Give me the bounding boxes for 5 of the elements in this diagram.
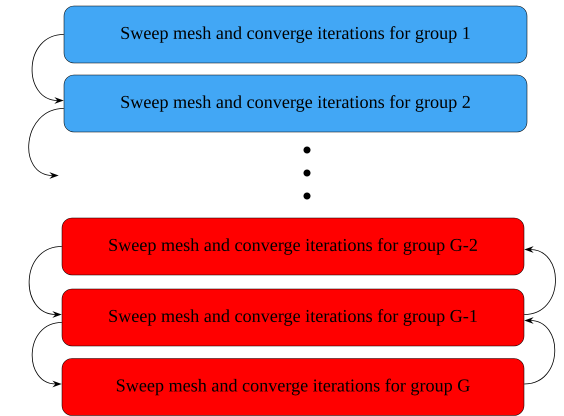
process-box: Sweep mesh and converge iterations for group 1 [64,6,528,64]
process-box: Sweep mesh and converge iterations for group G [62,358,524,416]
process-box: Sweep mesh and converge iterations for group G-2 [62,218,524,276]
process-box: Sweep mesh and converge iterations for group G-1 [62,288,524,346]
process-box: Sweep mesh and converge iterations for group 2 [64,74,528,132]
